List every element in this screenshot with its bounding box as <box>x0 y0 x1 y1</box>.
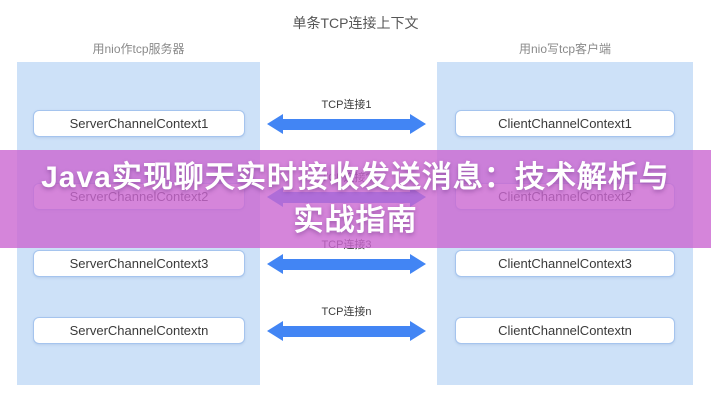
arrow-head-right <box>410 114 426 134</box>
arrow-bar <box>283 118 410 130</box>
client-section-header: 用nio写tcp客户端 <box>518 42 612 56</box>
page-title: 单条TCP连接上下文 <box>292 15 419 31</box>
connection-label: TCP连接n <box>321 306 372 318</box>
arrow-head-left <box>267 114 283 134</box>
server-section-header: 用nio作tcp服务器 <box>92 42 185 56</box>
server-context-box: ServerChannelContext3 <box>33 250 245 277</box>
banner-title-line-1: Java实现聊天实时接收发送消息：技术解析与 <box>41 161 670 194</box>
client-context-box: ClientChannelContext3 <box>455 250 675 277</box>
arrow-head-left <box>267 321 283 341</box>
banner-title-line-2: 实战指南 <box>293 204 418 237</box>
bidirectional-arrow-icon <box>267 321 426 341</box>
bidirectional-arrow-icon <box>267 254 426 274</box>
connection-row-n: ServerChannelContextn TCP连接n ClientChann… <box>0 306 711 344</box>
arrow-head-right <box>410 321 426 341</box>
connection-label: TCP连接1 <box>321 99 372 111</box>
client-context-box: ClientChannelContext1 <box>455 110 675 137</box>
article-title-banner: Java实现聊天实时接收发送消息：技术解析与 实战指南 <box>0 150 711 248</box>
arrow-head-right <box>410 254 426 274</box>
server-context-box: ServerChannelContextn <box>33 317 245 344</box>
bidirectional-arrow-icon <box>267 114 426 134</box>
arrow-head-left <box>267 254 283 274</box>
connection-row-1: ServerChannelContext1 TCP连接1 ClientChann… <box>0 99 711 137</box>
server-context-box: ServerChannelContext1 <box>33 110 245 137</box>
arrow-bar <box>283 325 410 337</box>
client-context-box: ClientChannelContextn <box>455 317 675 344</box>
connection-row-3: ServerChannelContext3 TCP连接3 ClientChann… <box>0 239 711 277</box>
arrow-bar <box>283 258 410 270</box>
